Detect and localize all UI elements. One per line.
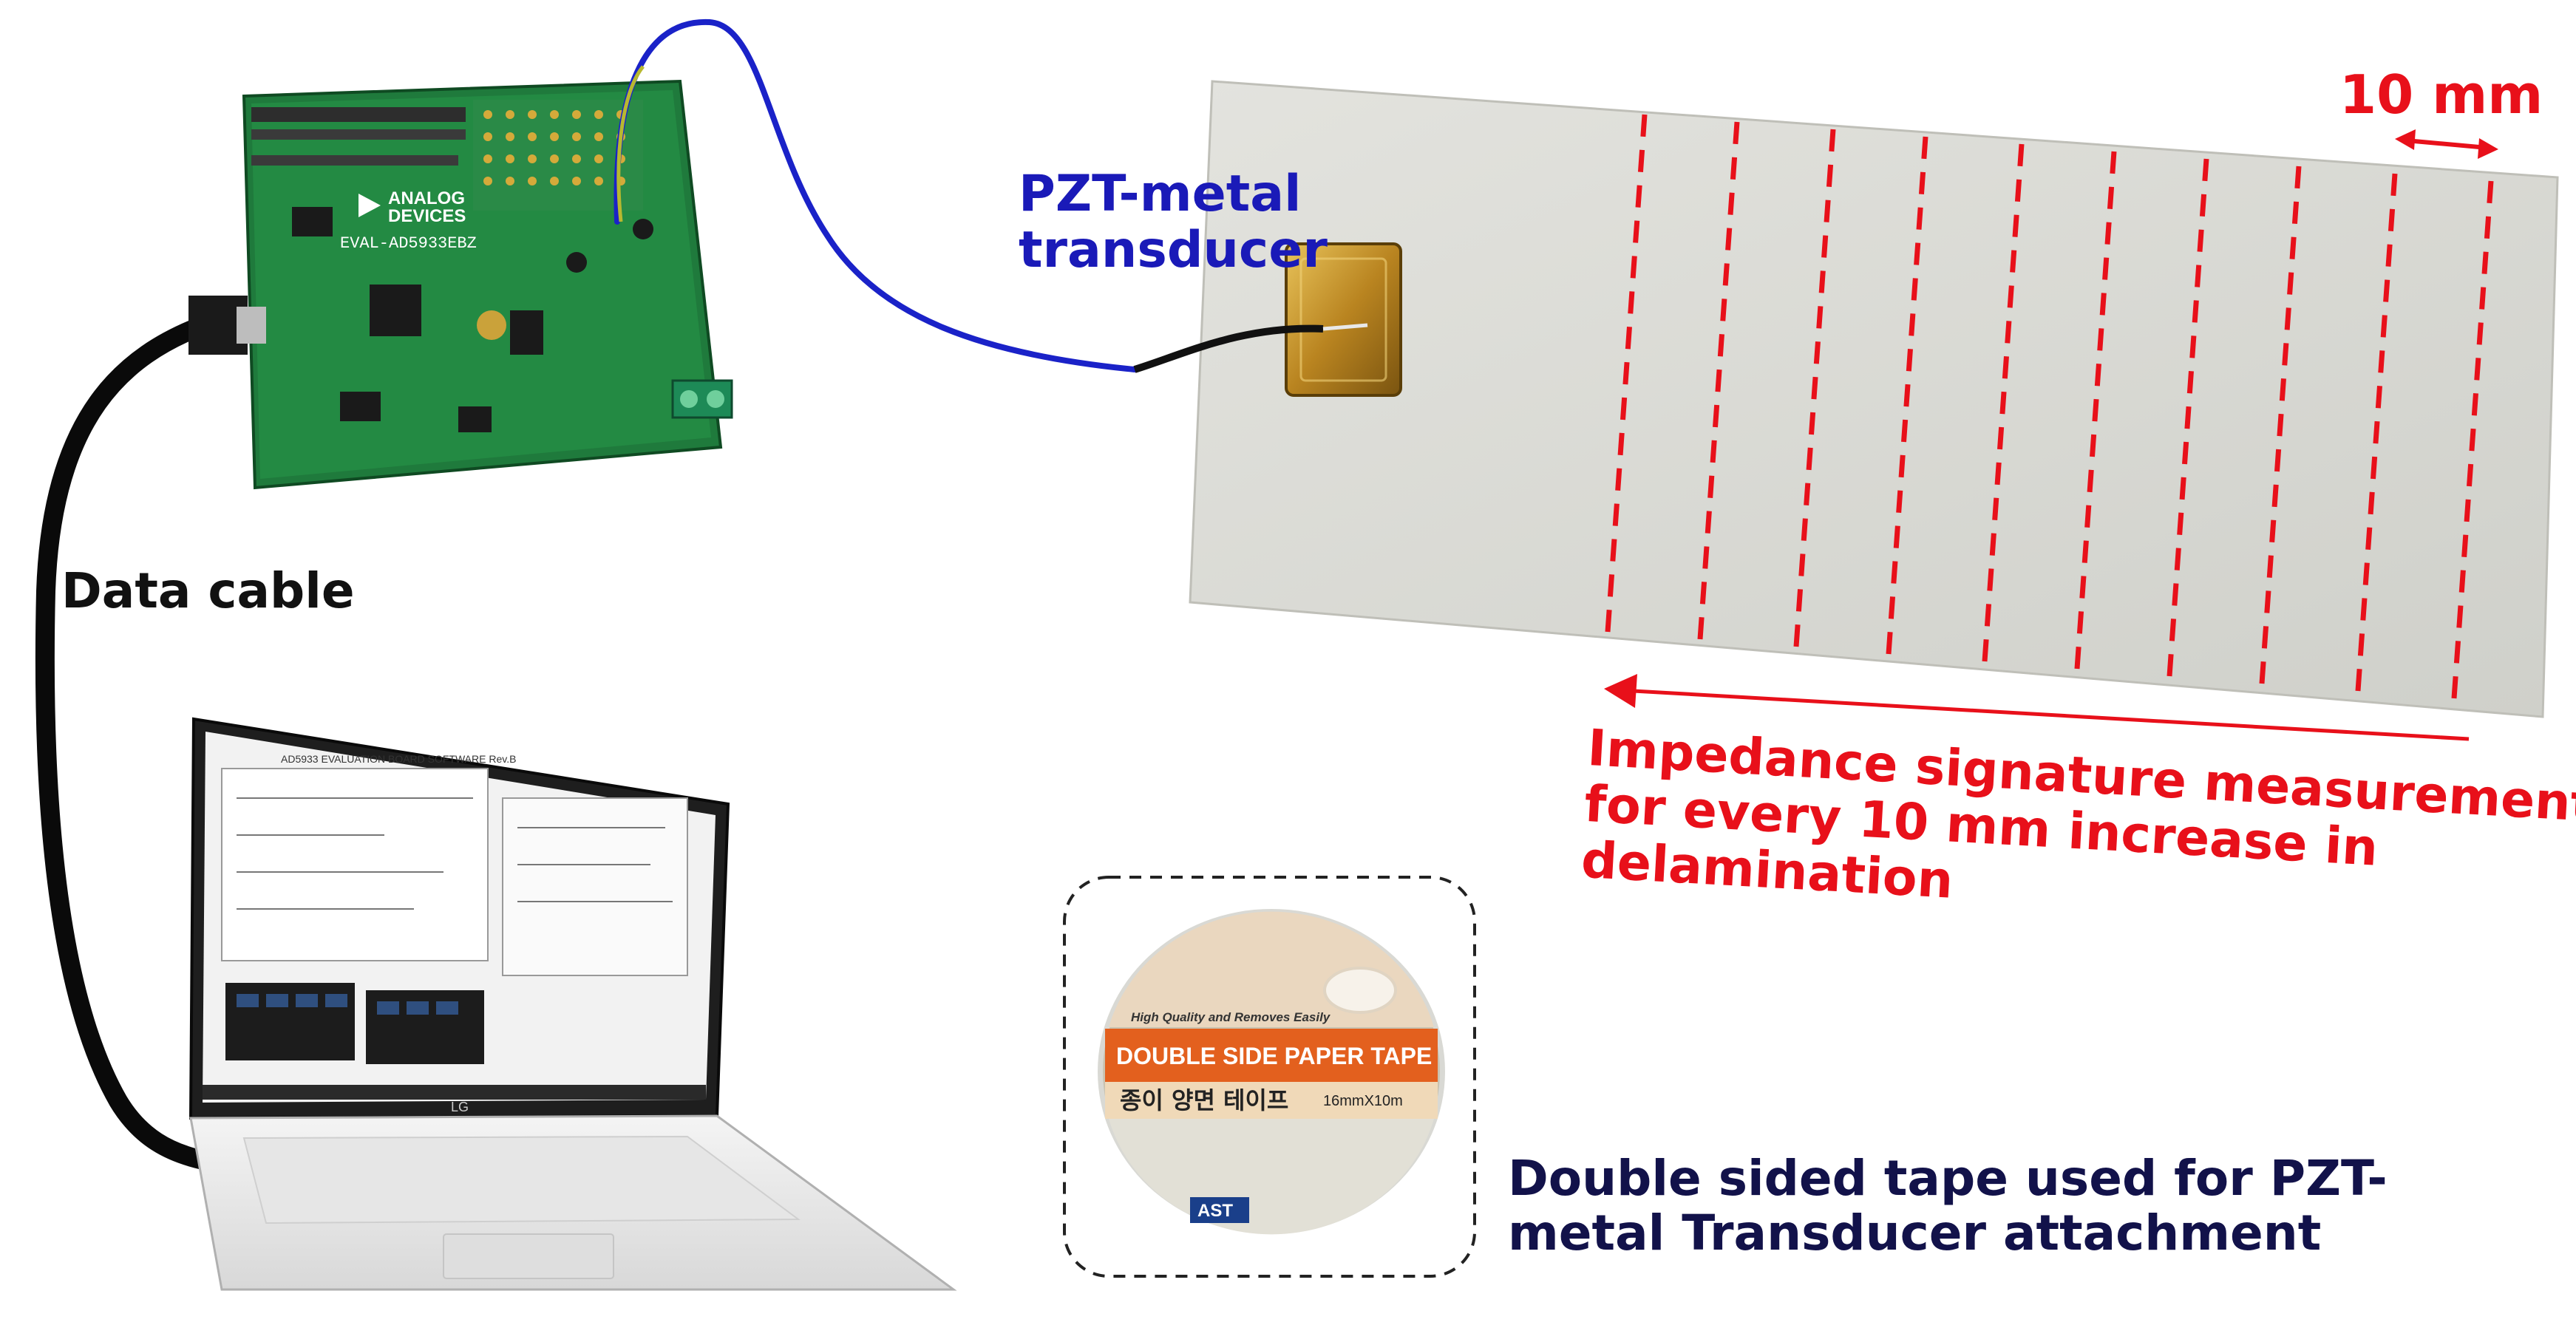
tape-dashed-frame <box>1063 876 1476 1278</box>
scale-arrow <box>2395 129 2498 159</box>
laptop-brand: LG <box>451 1100 469 1114</box>
evaluation-board: ANALOG DEVICES EVAL-AD5933EBZ <box>188 79 733 490</box>
tape-label-line2: metal Transducer attachment <box>1508 1204 2322 1261</box>
laptop: AD5933 EVALUATION BOARD SOFTWARE Rev.B L… <box>188 717 957 1291</box>
board-model-label: EVAL-AD5933EBZ <box>340 234 477 253</box>
delamination-lines <box>1605 114 2494 699</box>
tape-band-text: DOUBLE SIDE PAPER TAPE <box>1116 1043 1432 1069</box>
board-brand-line2: DEVICES <box>388 206 466 226</box>
pzt-label-line1: PZT-metal <box>1019 165 1302 223</box>
tape-top-text: High Quality and Removes Easily <box>1131 1010 1331 1024</box>
tape-korean-text: 종이 양면 테이프 <box>1120 1086 1288 1114</box>
data-cable <box>35 316 213 1170</box>
tape-label-line1: Double sided tape used for PZT- <box>1508 1150 2388 1207</box>
test-plate <box>1189 80 2559 718</box>
board-brand-line1: ANALOG <box>388 188 465 208</box>
tape-logo: AST <box>1197 1201 1233 1221</box>
delamination-direction-arrow <box>1604 674 2470 741</box>
pad-grid <box>483 110 625 185</box>
laptop-screen-title: AD5933 EVALUATION BOARD SOFTWARE Rev.B <box>281 753 516 765</box>
tape-size-text: 16mmX10m <box>1323 1093 1403 1109</box>
tape-description-label: Double sided tape used for PZT- metal Tr… <box>1508 1151 2388 1261</box>
tape-roll <box>1098 909 1445 1235</box>
pzt-label-line2: transducer <box>1019 221 1328 280</box>
data-cable-label: Data cable <box>61 562 355 619</box>
pzt-transducer <box>1133 242 1402 397</box>
pzt-transducer-label: PZT-metal transducer <box>1019 166 1328 279</box>
scale-label: 10 mm <box>2339 64 2543 126</box>
